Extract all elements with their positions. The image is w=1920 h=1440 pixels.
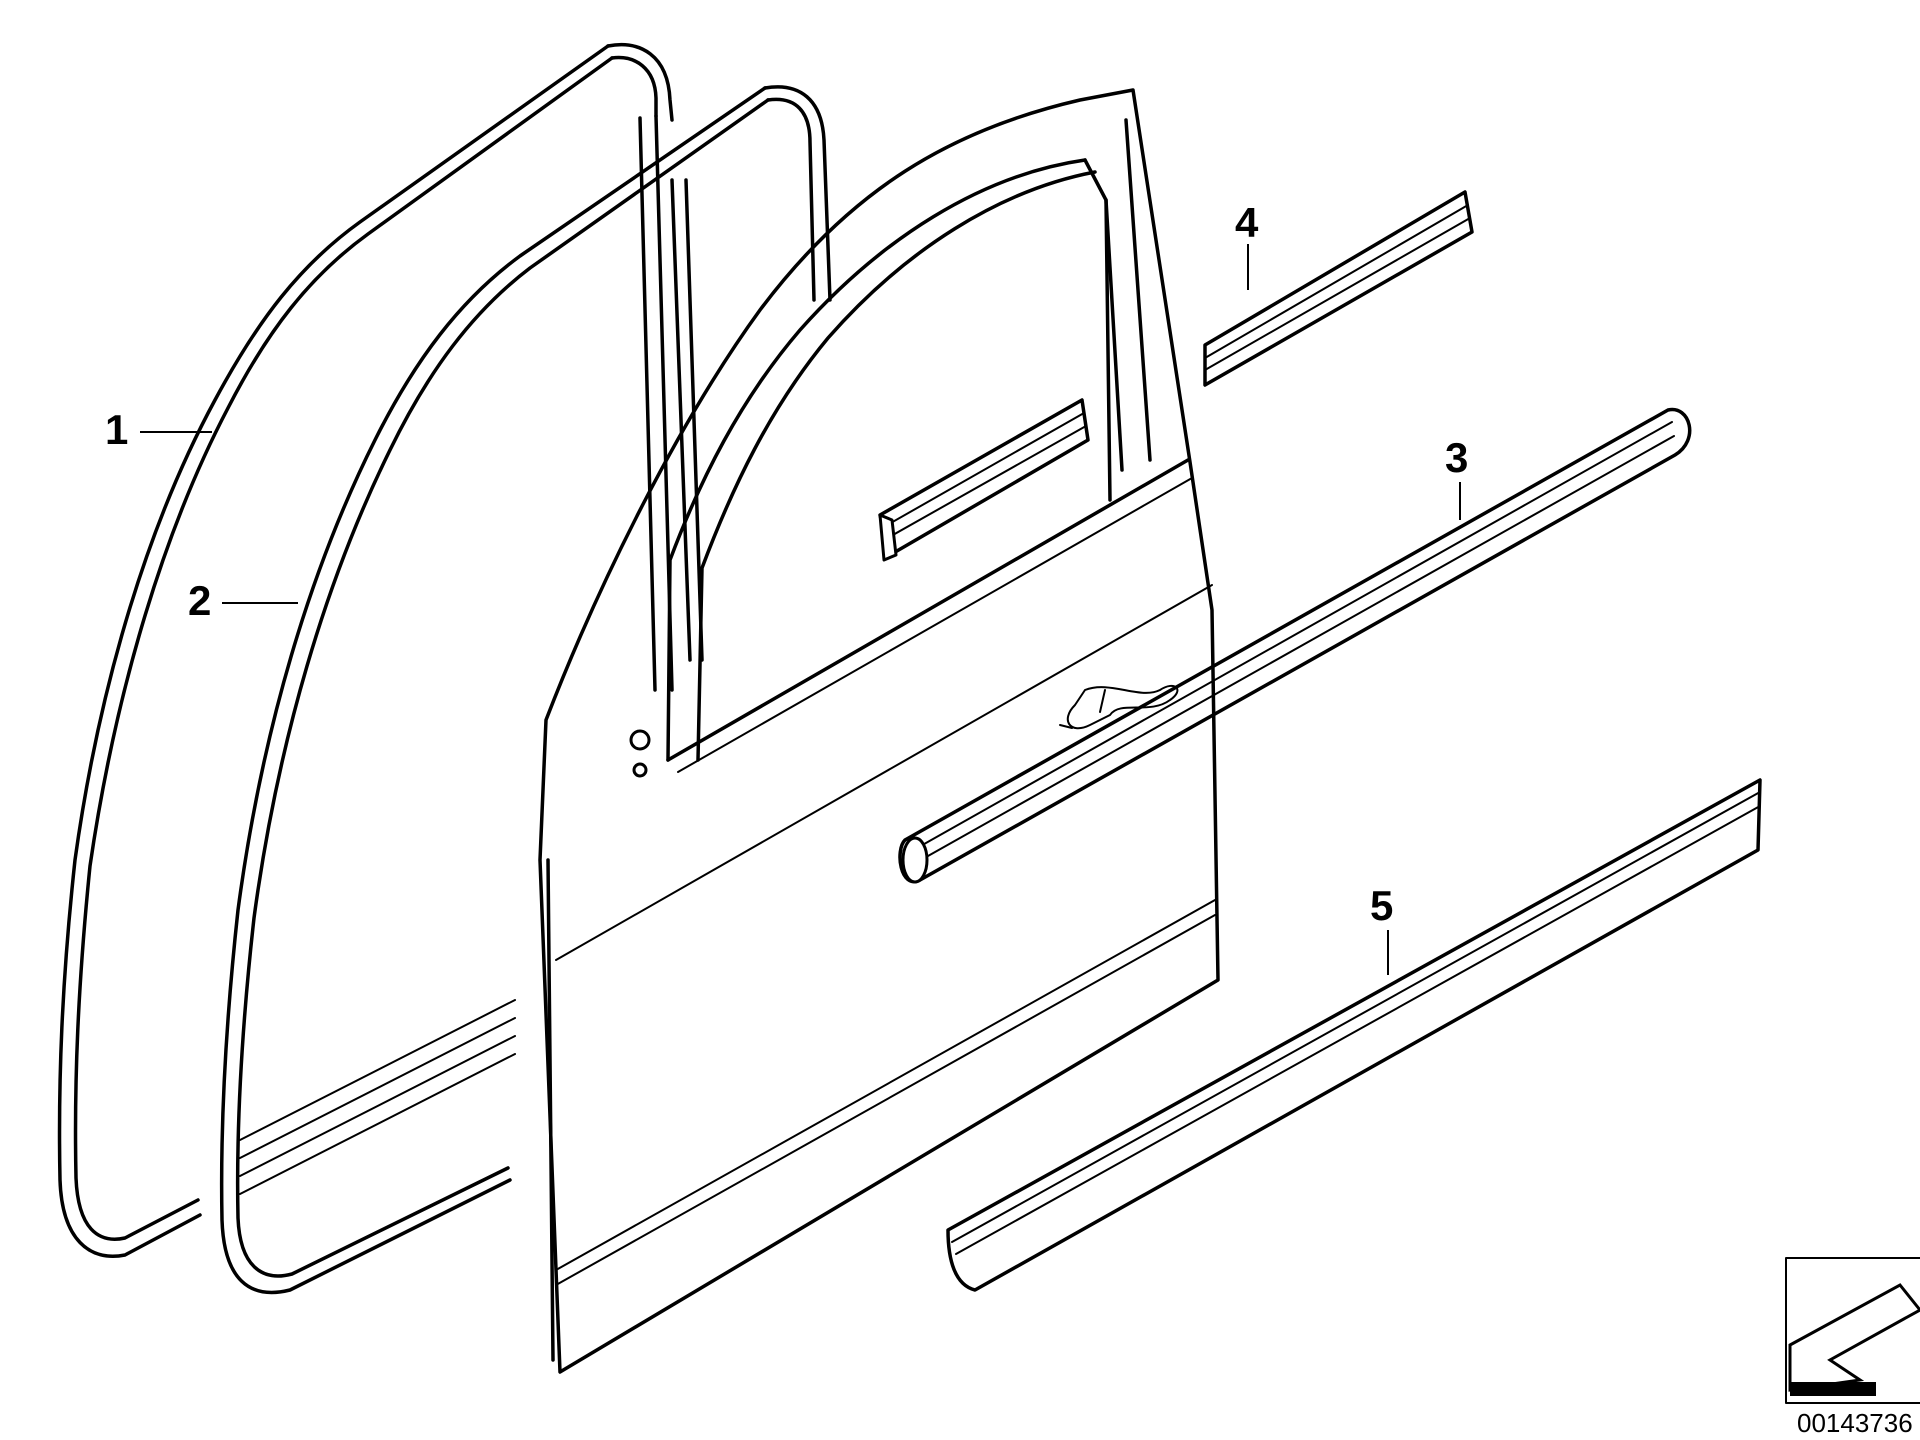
orientation-arrow-icon [1788, 1283, 1920, 1396]
door-seal-inner-leader: 2 [188, 577, 298, 624]
door-trim-strip-leader: 3 [1445, 434, 1468, 520]
door-seal-outer [57, 43, 674, 1258]
lower-door-moulding [946, 778, 1762, 1292]
reference-code: 00143736 [1797, 1408, 1913, 1438]
window-channel-seal [878, 190, 1474, 562]
part-label-4: 4 [1235, 199, 1259, 246]
lower-door-moulding-leader: 5 [1370, 882, 1393, 975]
window-channel-seal-leader: 4 [1235, 199, 1259, 290]
door-seal-inner [219, 85, 832, 1295]
door-seal-outer-leader: 1 [105, 406, 212, 453]
orientation-box [1785, 1257, 1920, 1404]
part-label-1: 1 [105, 406, 128, 453]
part-label-2: 2 [188, 577, 211, 624]
part-label-3: 3 [1445, 434, 1468, 481]
part-label-5: 5 [1370, 882, 1393, 929]
door-shell [538, 88, 1220, 1374]
door-trim-strip [898, 407, 1692, 884]
